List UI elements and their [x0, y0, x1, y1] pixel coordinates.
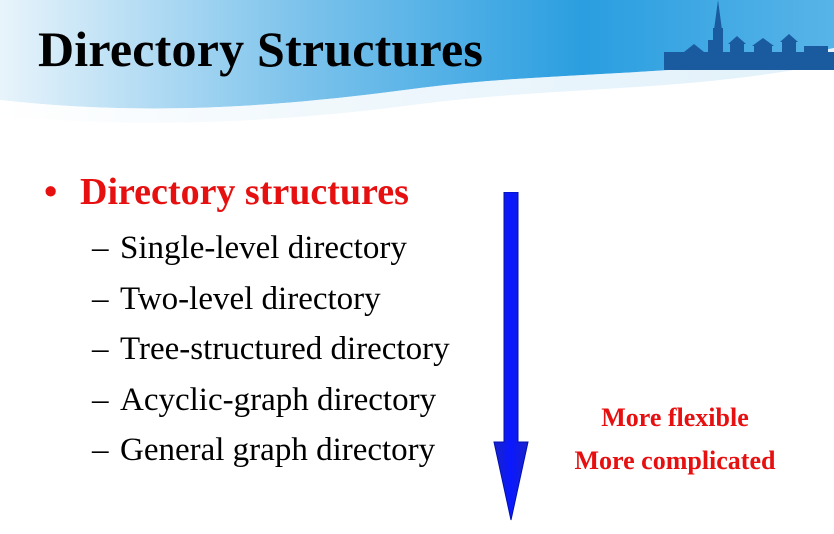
sub-item-label: General graph directory — [120, 432, 436, 468]
sub-item-label: Tree-structured directory — [120, 331, 450, 367]
main-bullet-label: Directory structures — [80, 171, 409, 213]
list-item: –Tree-structured directory — [92, 324, 450, 375]
dash-symbol: – — [92, 331, 109, 367]
list-item: –Two-level directory — [92, 274, 450, 325]
sub-item-label: Two-level directory — [120, 280, 381, 317]
dash-symbol: – — [92, 280, 109, 317]
list-item: –General graph directory — [92, 425, 450, 476]
bullet-symbol: • — [44, 171, 58, 213]
town-skyline-icon — [664, 0, 834, 70]
sub-item-label: Single-level directory — [120, 230, 407, 266]
dash-symbol: – — [92, 432, 109, 468]
list-item: –Single-level directory — [92, 223, 450, 274]
dash-symbol: – — [92, 381, 109, 418]
more-complicated-label: More complicated — [574, 446, 776, 475]
arrow-annotations: More flexible More complicated — [555, 396, 795, 482]
more-flexible-label: More flexible — [601, 403, 749, 432]
dash-symbol: – — [92, 230, 109, 266]
sub-item-label: Acyclic-graph directory — [120, 381, 437, 418]
slide-title: Directory Structures — [38, 21, 484, 77]
down-arrow-icon — [493, 192, 529, 521]
main-bullet: • Directory structures — [44, 170, 409, 214]
sub-bullet-list: –Single-level directory –Two-level direc… — [92, 223, 450, 476]
list-item: –Acyclic-graph directory — [92, 375, 450, 426]
header-wave-background — [0, 0, 834, 123]
